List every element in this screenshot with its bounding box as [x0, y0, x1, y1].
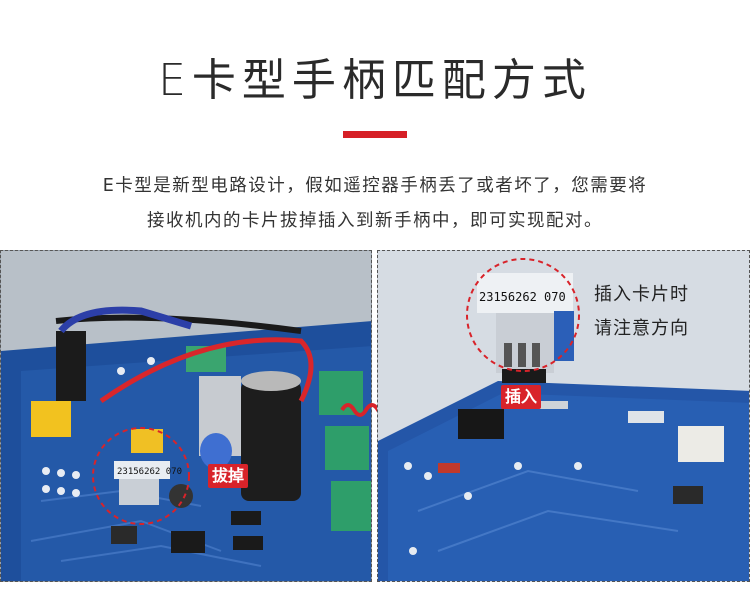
caption-line-1: 插入卡片时 — [594, 284, 689, 305]
left-card-label: 23156262 070 — [117, 467, 182, 477]
page-title: E卡型手柄匹配方式 — [158, 55, 592, 106]
description-line-1: E卡型是新型电路设计，假如遥控器手柄丢了或者坏了，您需要将 — [102, 176, 648, 196]
caption-line-2: 请注意方向 — [594, 318, 689, 339]
right-card-label: 23156262 070 — [479, 290, 566, 304]
description-line-2: 接收机内的卡片拔掉插入到新手柄中，即可实现配对。 — [147, 211, 603, 231]
insert-tag: 插入 — [501, 385, 542, 409]
handle-board-photo: 23156262 070 — [377, 250, 750, 582]
receiver-board-photo: 23156262 070 — [0, 250, 372, 582]
pull-out-tag: 拔掉 — [208, 464, 249, 488]
title-accent-bar — [343, 131, 407, 138]
